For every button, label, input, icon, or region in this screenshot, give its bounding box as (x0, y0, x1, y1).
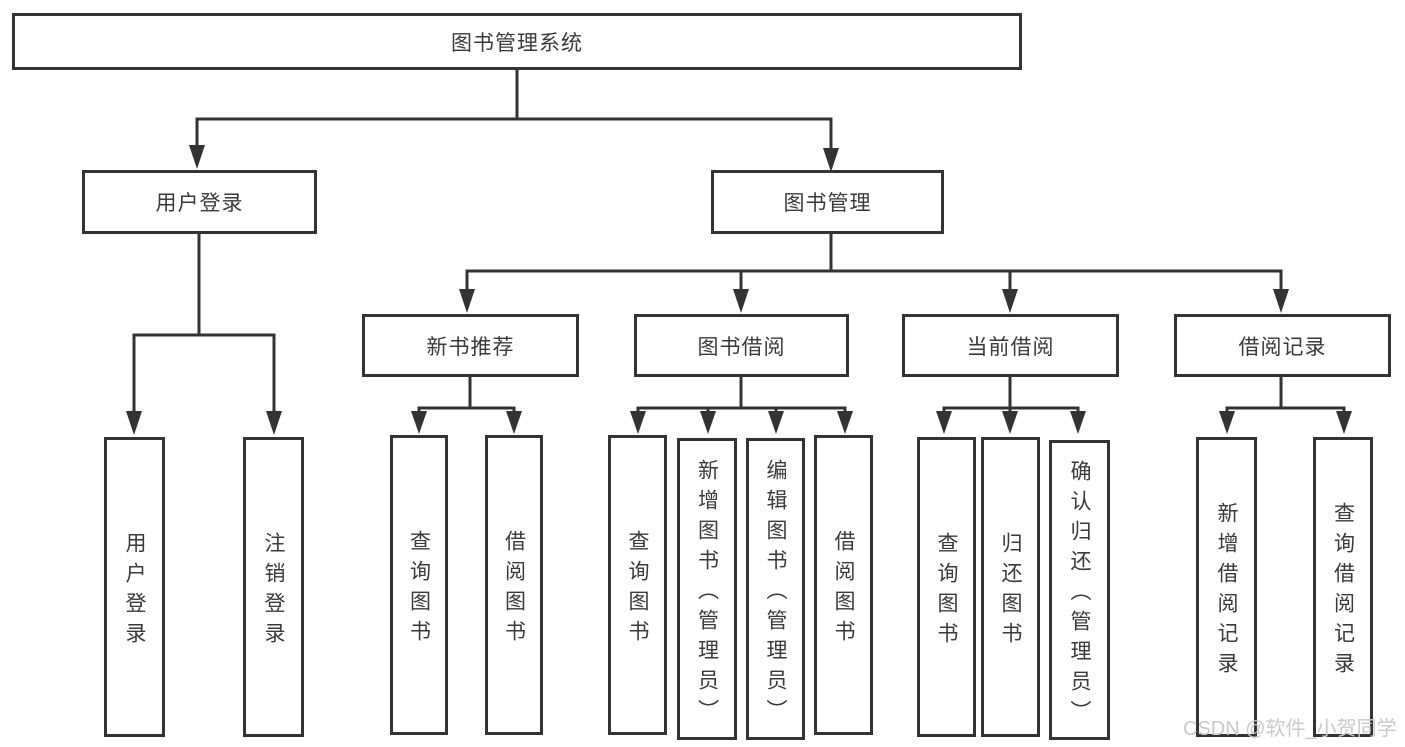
node-new-book-recommend: 新书推荐 (362, 314, 579, 377)
node-label: 图书管理系统 (451, 31, 583, 55)
leaf-label: 新增借阅记录 (1215, 501, 1238, 682)
leaf-logout: 注销登录 (243, 437, 304, 737)
leaf-label: 编辑图书（管理员） (764, 458, 787, 729)
leaf-label: 查询借阅记录 (1331, 501, 1355, 682)
leaf-bb-edit-books-admin: 编辑图书（管理员） (746, 438, 805, 740)
leaf-label: 借阅图书 (502, 529, 526, 650)
leaf-label: 归还图书 (999, 531, 1022, 652)
leaf-bb-add-books-admin: 新增图书（管理员） (677, 438, 737, 740)
leaf-cb-return-books: 归还图书 (981, 437, 1040, 737)
leaf-cb-query-books: 查询图书 (917, 437, 976, 737)
node-current-borrow: 当前借阅 (902, 314, 1119, 377)
leaf-user-login: 用户登录 (104, 437, 165, 737)
node-book-management: 图书管理 (711, 170, 944, 234)
leaf-bb-query-books: 查询图书 (608, 435, 667, 735)
node-label: 借阅记录 (1238, 335, 1327, 359)
leaf-bb-borrow-books: 借阅图书 (814, 435, 873, 735)
leaf-label: 新增图书（管理员） (695, 458, 719, 729)
node-book-borrow: 图书借阅 (634, 314, 849, 377)
leaf-nb-borrow-books: 借阅图书 (485, 435, 543, 735)
leaf-label: 确认归还（管理员） (1068, 459, 1091, 730)
leaf-nb-query-books: 查询图书 (390, 435, 448, 735)
leaf-label: 查询图书 (407, 529, 431, 650)
leaf-label: 用户登录 (123, 531, 146, 652)
csdn-watermark: CSDN @软件_小贺同学 (1183, 718, 1397, 740)
leaf-label: 查询图书 (626, 529, 649, 650)
leaf-label: 借阅图书 (832, 529, 855, 650)
leaf-cb-confirm-return-admin: 确认归还（管理员） (1049, 440, 1110, 740)
leaf-br-query-record: 查询借阅记录 (1313, 437, 1373, 737)
node-label: 图书借阅 (697, 335, 786, 359)
node-label: 当前借阅 (966, 335, 1055, 359)
node-user-login: 用户登录 (82, 170, 317, 234)
node-borrow-records: 借阅记录 (1174, 314, 1391, 377)
leaf-label: 查询图书 (935, 531, 958, 652)
leaf-br-add-record: 新增借阅记录 (1196, 437, 1257, 737)
node-label: 图书管理 (783, 192, 872, 215)
node-library-management-system: 图书管理系统 (12, 13, 1022, 70)
leaf-label: 注销登录 (262, 531, 285, 652)
node-label: 新书推荐 (426, 335, 515, 359)
node-label: 用户登录 (155, 192, 244, 215)
